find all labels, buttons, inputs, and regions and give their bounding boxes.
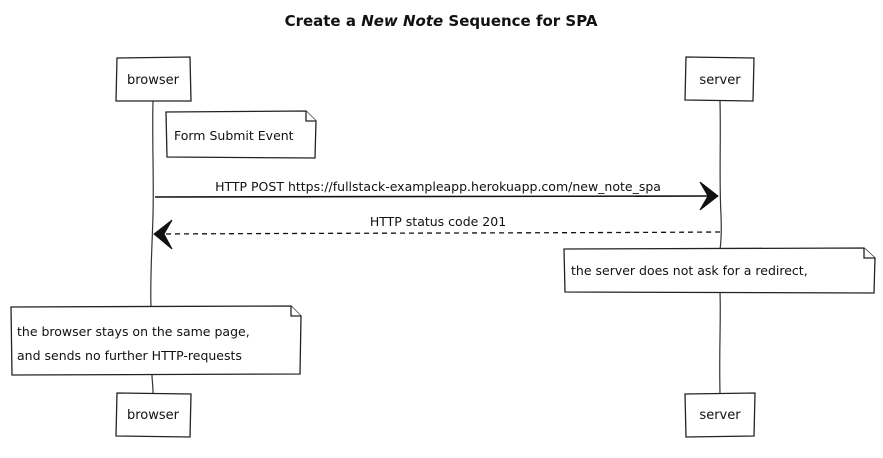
participant-browser-bottom-label: browser <box>127 408 180 423</box>
message-post-arrowhead <box>699 181 719 211</box>
message-post-label: HTTP POST https://fullstack-exampleapp.h… <box>215 179 661 194</box>
note-form-submit: Form Submit Event <box>165 110 317 159</box>
note-server-no-redirect: the server does not ask for a redirect, <box>563 247 876 294</box>
participant-server-top-label: server <box>699 73 741 88</box>
note-browser-stays: the browser stays on the same page, and … <box>10 305 302 376</box>
message-status: HTTP status code 201 <box>153 214 721 250</box>
note-browser-line-2: and sends no further HTTP-requests <box>17 348 242 363</box>
message-status-line <box>161 231 721 235</box>
diagram-title: Create a New Note Sequence for SPA <box>285 12 598 30</box>
message-post: HTTP POST https://fullstack-exampleapp.h… <box>154 179 719 211</box>
message-status-arrowhead <box>153 219 173 250</box>
participant-server-top: server <box>684 56 755 102</box>
note-form-submit-line-1: Form Submit Event <box>174 128 294 143</box>
participant-browser-bottom: browser <box>115 392 192 438</box>
note-browser-line-1: the browser stays on the same page, <box>17 324 250 339</box>
title-suffix: Sequence for SPA <box>443 12 598 30</box>
lifeline-browser <box>150 100 154 394</box>
message-status-label: HTTP status code 201 <box>370 214 506 229</box>
message-post-line <box>154 195 713 198</box>
lifeline-server <box>719 100 722 394</box>
participant-server-bottom-label: server <box>699 408 741 423</box>
title-emphasis: New Note <box>361 12 443 30</box>
participant-server-bottom: server <box>684 392 756 438</box>
participant-browser-top-label: browser <box>127 73 180 88</box>
title-prefix: Create a <box>285 12 362 30</box>
participant-browser-top: browser <box>115 56 192 102</box>
note-server-line-1: the server does not ask for a redirect, <box>571 263 808 278</box>
